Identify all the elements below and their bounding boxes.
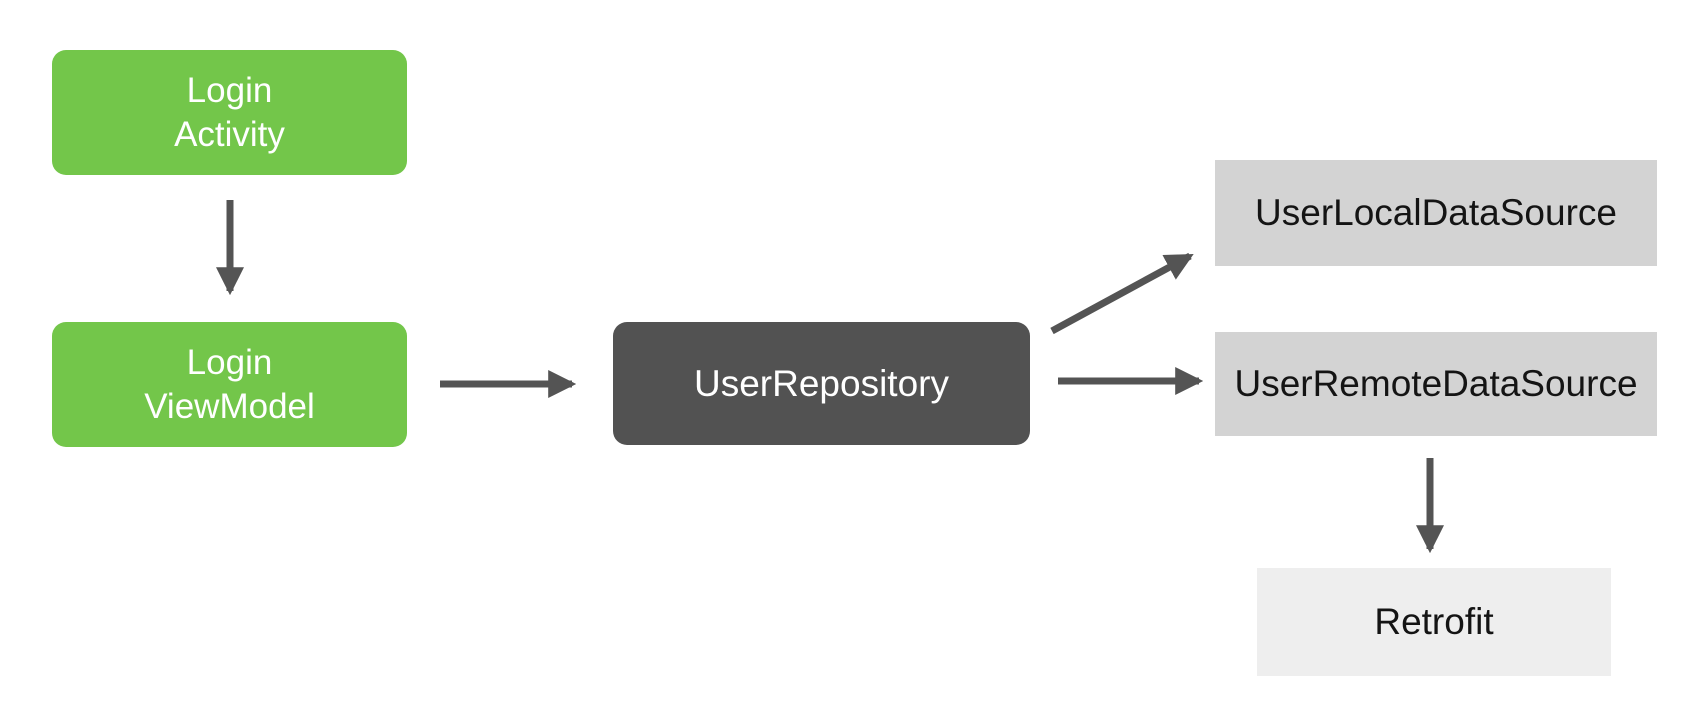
node-user-remote-data-source: UserRemoteDataSource — [1215, 332, 1657, 436]
node-user-repository: UserRepository — [613, 322, 1030, 445]
node-login-activity: Login Activity — [52, 50, 407, 175]
node-login-viewmodel: Login ViewModel — [52, 322, 407, 447]
arrow-repository-to-localdatasource — [1050, 252, 1194, 335]
node-retrofit: Retrofit — [1257, 568, 1611, 676]
node-user-local-data-source: UserLocalDataSource — [1215, 160, 1657, 266]
